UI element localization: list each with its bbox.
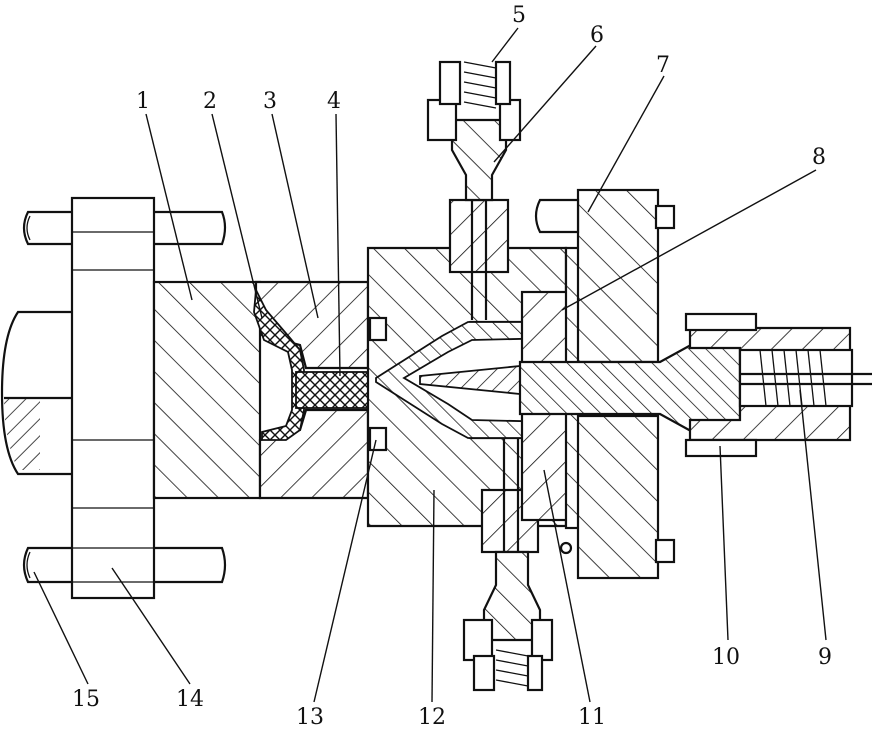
callout-10: 10 <box>712 645 740 670</box>
moving-platen <box>534 188 676 580</box>
fixed-platen <box>70 196 156 600</box>
callout-5: 5 <box>512 3 526 28</box>
callout-labels: 1 2 3 4 5 6 7 8 9 10 11 12 13 14 15 <box>72 3 832 730</box>
leader-lines <box>33 27 827 703</box>
nozzle-body <box>152 280 262 500</box>
callout-12: 12 <box>418 705 446 730</box>
callout-4: 4 <box>327 89 341 114</box>
callout-8: 8 <box>812 145 826 170</box>
barrel-end <box>0 310 78 476</box>
callout-2: 2 <box>203 89 217 114</box>
top-valve-assembly <box>426 60 522 320</box>
mold-plate-lower <box>258 408 370 500</box>
callout-7: 7 <box>656 53 670 78</box>
callout-3: 3 <box>263 89 277 114</box>
callout-9: 9 <box>818 645 832 670</box>
callout-1: 1 <box>136 89 150 114</box>
callout-15: 15 <box>72 687 100 712</box>
callout-11: 11 <box>578 705 606 730</box>
callout-14: 14 <box>176 687 204 712</box>
callout-6: 6 <box>590 23 604 48</box>
callout-13: 13 <box>296 705 324 730</box>
